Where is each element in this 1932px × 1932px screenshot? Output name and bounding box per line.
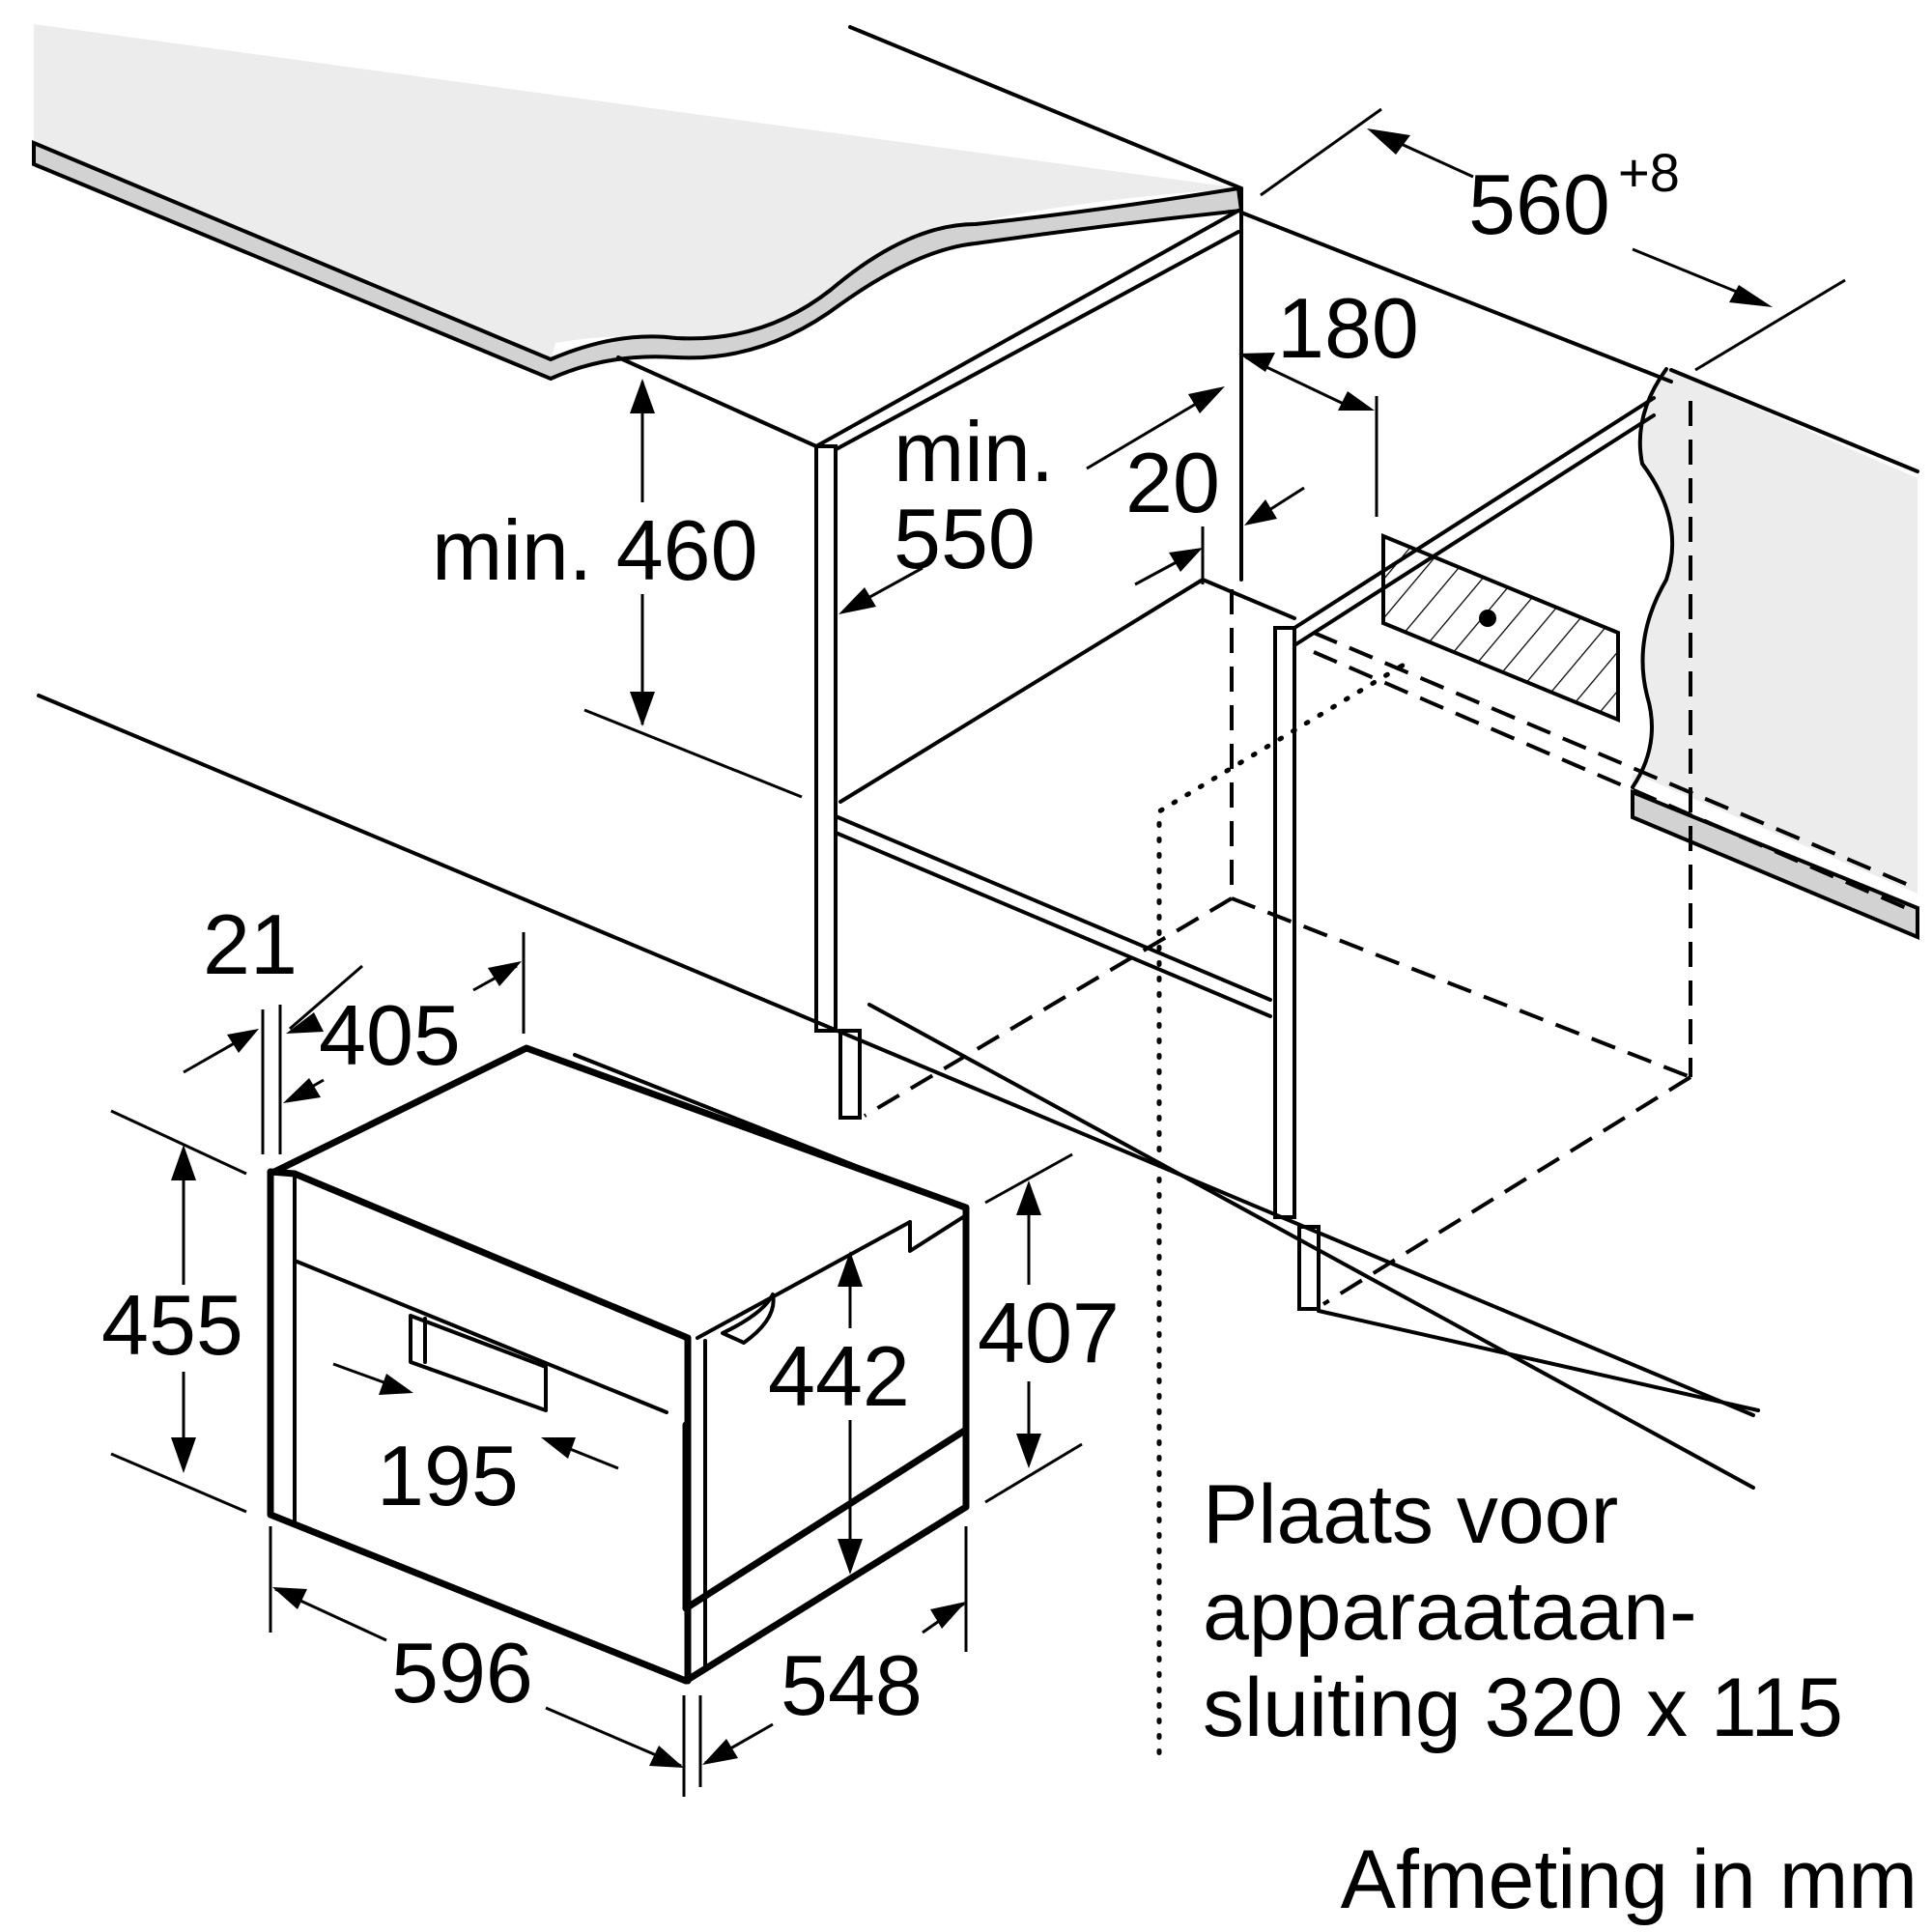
- units-note: Afmeting in mm: [1341, 1833, 1918, 1926]
- niche-width-tolerance-label: +8: [1618, 142, 1680, 203]
- handle-icon: [721, 1293, 776, 1345]
- rear-gap-label: 20: [1125, 435, 1220, 530]
- inner-height-label: 442: [768, 1328, 910, 1424]
- connection-note-line3: sluiting 320 x 115: [1203, 1662, 1843, 1754]
- front-height-label: 455: [101, 1277, 243, 1373]
- front-overhang-label: 21: [203, 896, 298, 992]
- oven-appliance: [267, 1044, 970, 1685]
- min-height-label: min. 460: [432, 502, 758, 598]
- connection-note-line2: apparaataan-: [1203, 1565, 1697, 1658]
- niche-width-label: 560: [1468, 156, 1610, 252]
- body-height-label: 407: [978, 1285, 1120, 1380]
- countertop-right: [1631, 367, 1919, 941]
- body-depth-label: 548: [781, 1637, 923, 1733]
- niche-hidden-edges: [863, 401, 1918, 1766]
- connection-socket-icon: [1479, 610, 1496, 627]
- countertop-left: [32, 24, 1244, 382]
- connection-area: [1381, 533, 1620, 723]
- cavity-depth-label: 405: [319, 987, 461, 1083]
- cabinet-frame: [37, 186, 1760, 1490]
- min-depth-value-label: 550: [894, 491, 1036, 586]
- handle-width-label: 195: [377, 1428, 519, 1523]
- front-width-label: 596: [391, 1625, 533, 1720]
- min-depth-prefix-label: min.: [894, 404, 1054, 499]
- oven-dimension-lines: [110, 932, 1083, 1797]
- connection-note-line1: Plaats voor: [1203, 1468, 1618, 1561]
- connection-offset-label: 180: [1277, 280, 1419, 376]
- cabinet-dimension-lines: [583, 107, 1846, 799]
- dimension-labels: 560 +8 180 min. 460 min. 550 20 21 405 4…: [101, 142, 1680, 1733]
- notes: Plaats voor apparaataan- sluiting 320 x …: [1203, 1468, 1918, 1926]
